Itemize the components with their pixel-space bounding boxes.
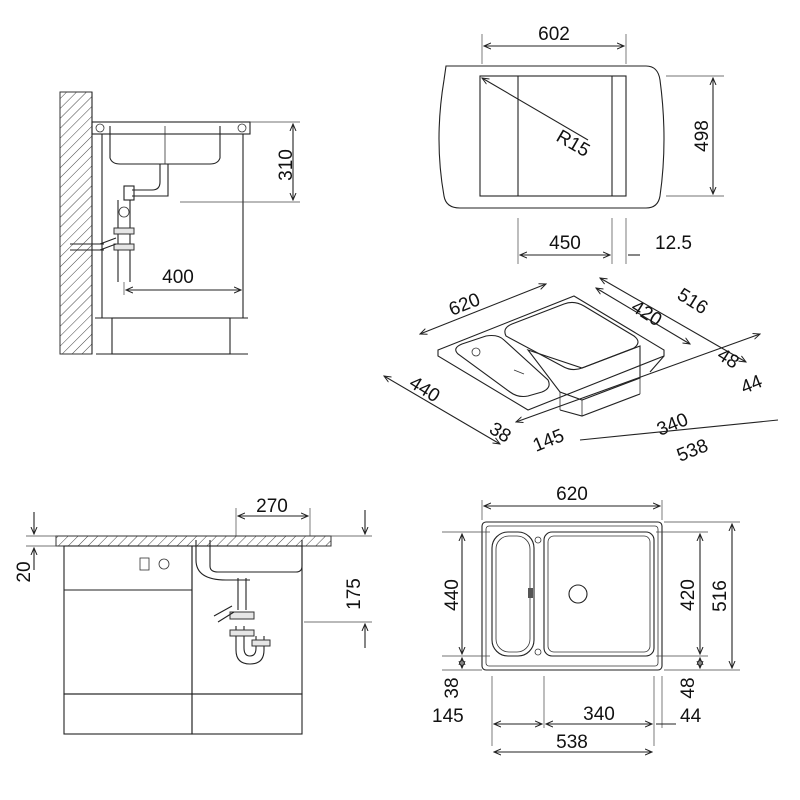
label-plan-145: 145 [432, 706, 464, 727]
front-bowl [209, 540, 303, 573]
label-20: 20 [14, 561, 35, 582]
cutout-outline [438, 65, 665, 209]
label-450: 450 [549, 233, 581, 254]
dim-175: 175 [304, 510, 372, 648]
isometric-view: 620 420 516 48 440 38 145 340 44 538 [384, 278, 779, 467]
dim-plan-bottom: 145 340 44 538 [432, 676, 702, 753]
iso-drainer [455, 334, 550, 398]
label-r15: R15 [553, 126, 594, 162]
label-plan-340: 340 [583, 704, 615, 725]
plan-view: 620 440 38 420 48 516 [432, 484, 740, 753]
label-iso-38: 38 [485, 418, 514, 447]
label-iso-538: 538 [674, 435, 711, 466]
wall-hatch [59, 91, 93, 355]
label-iso-145: 145 [530, 425, 567, 456]
label-iso-516: 516 [673, 284, 711, 319]
dim-plan-38: 38 [442, 658, 482, 699]
dim-plan-440: 440 [442, 531, 490, 657]
label-310: 310 [276, 149, 297, 181]
label-175: 175 [344, 578, 365, 610]
side-view: 310 400 [59, 91, 300, 355]
label-plan-440: 440 [442, 579, 463, 611]
label-iso-440: 440 [405, 372, 443, 407]
cabinet-base [111, 317, 231, 355]
label-plan-48: 48 [678, 677, 699, 698]
plan-rim [481, 521, 663, 671]
dim-plan-right: 420 48 516 [656, 521, 740, 699]
label-400: 400 [162, 267, 194, 288]
label-270: 270 [256, 496, 288, 517]
plan-drain-hole [568, 584, 588, 604]
label-iso-44: 44 [738, 371, 766, 399]
plan-drainer [491, 531, 535, 657]
label-plan-420: 420 [678, 579, 699, 611]
label-602: 602 [538, 24, 570, 45]
label-plan-44: 44 [680, 706, 702, 727]
label-plan-38: 38 [442, 677, 463, 698]
drain-pipe [132, 164, 161, 191]
countertop [91, 121, 251, 135]
plan-bowl [543, 531, 655, 657]
cutout-view: R15 602 498 450 12.5 [438, 24, 724, 264]
label-iso-620: 620 [446, 289, 483, 320]
dim-450: 450 12.5 [517, 218, 692, 264]
front-trap [237, 578, 247, 610]
label-plan-516: 516 [710, 580, 731, 612]
label-iso-340: 340 [654, 409, 691, 440]
label-12-5: 12.5 [655, 233, 692, 254]
front-view: 270 20 175 [14, 496, 372, 735]
dim-plan-620: 620 [481, 484, 663, 520]
dim-400: 400 [123, 267, 241, 295]
dim-310: 310 [180, 121, 300, 203]
dim-602: 602 [481, 24, 627, 64]
label-498: 498 [692, 120, 713, 152]
dim-270: 270 [235, 496, 311, 536]
dim-498: 498 [666, 75, 724, 197]
label-plan-620: 620 [556, 484, 588, 505]
label-plan-538: 538 [556, 732, 588, 753]
iso-dims: 620 420 516 48 440 38 145 340 44 538 [384, 278, 779, 467]
dim-20: 20 [14, 512, 58, 583]
worktop-hatch [55, 535, 332, 547]
